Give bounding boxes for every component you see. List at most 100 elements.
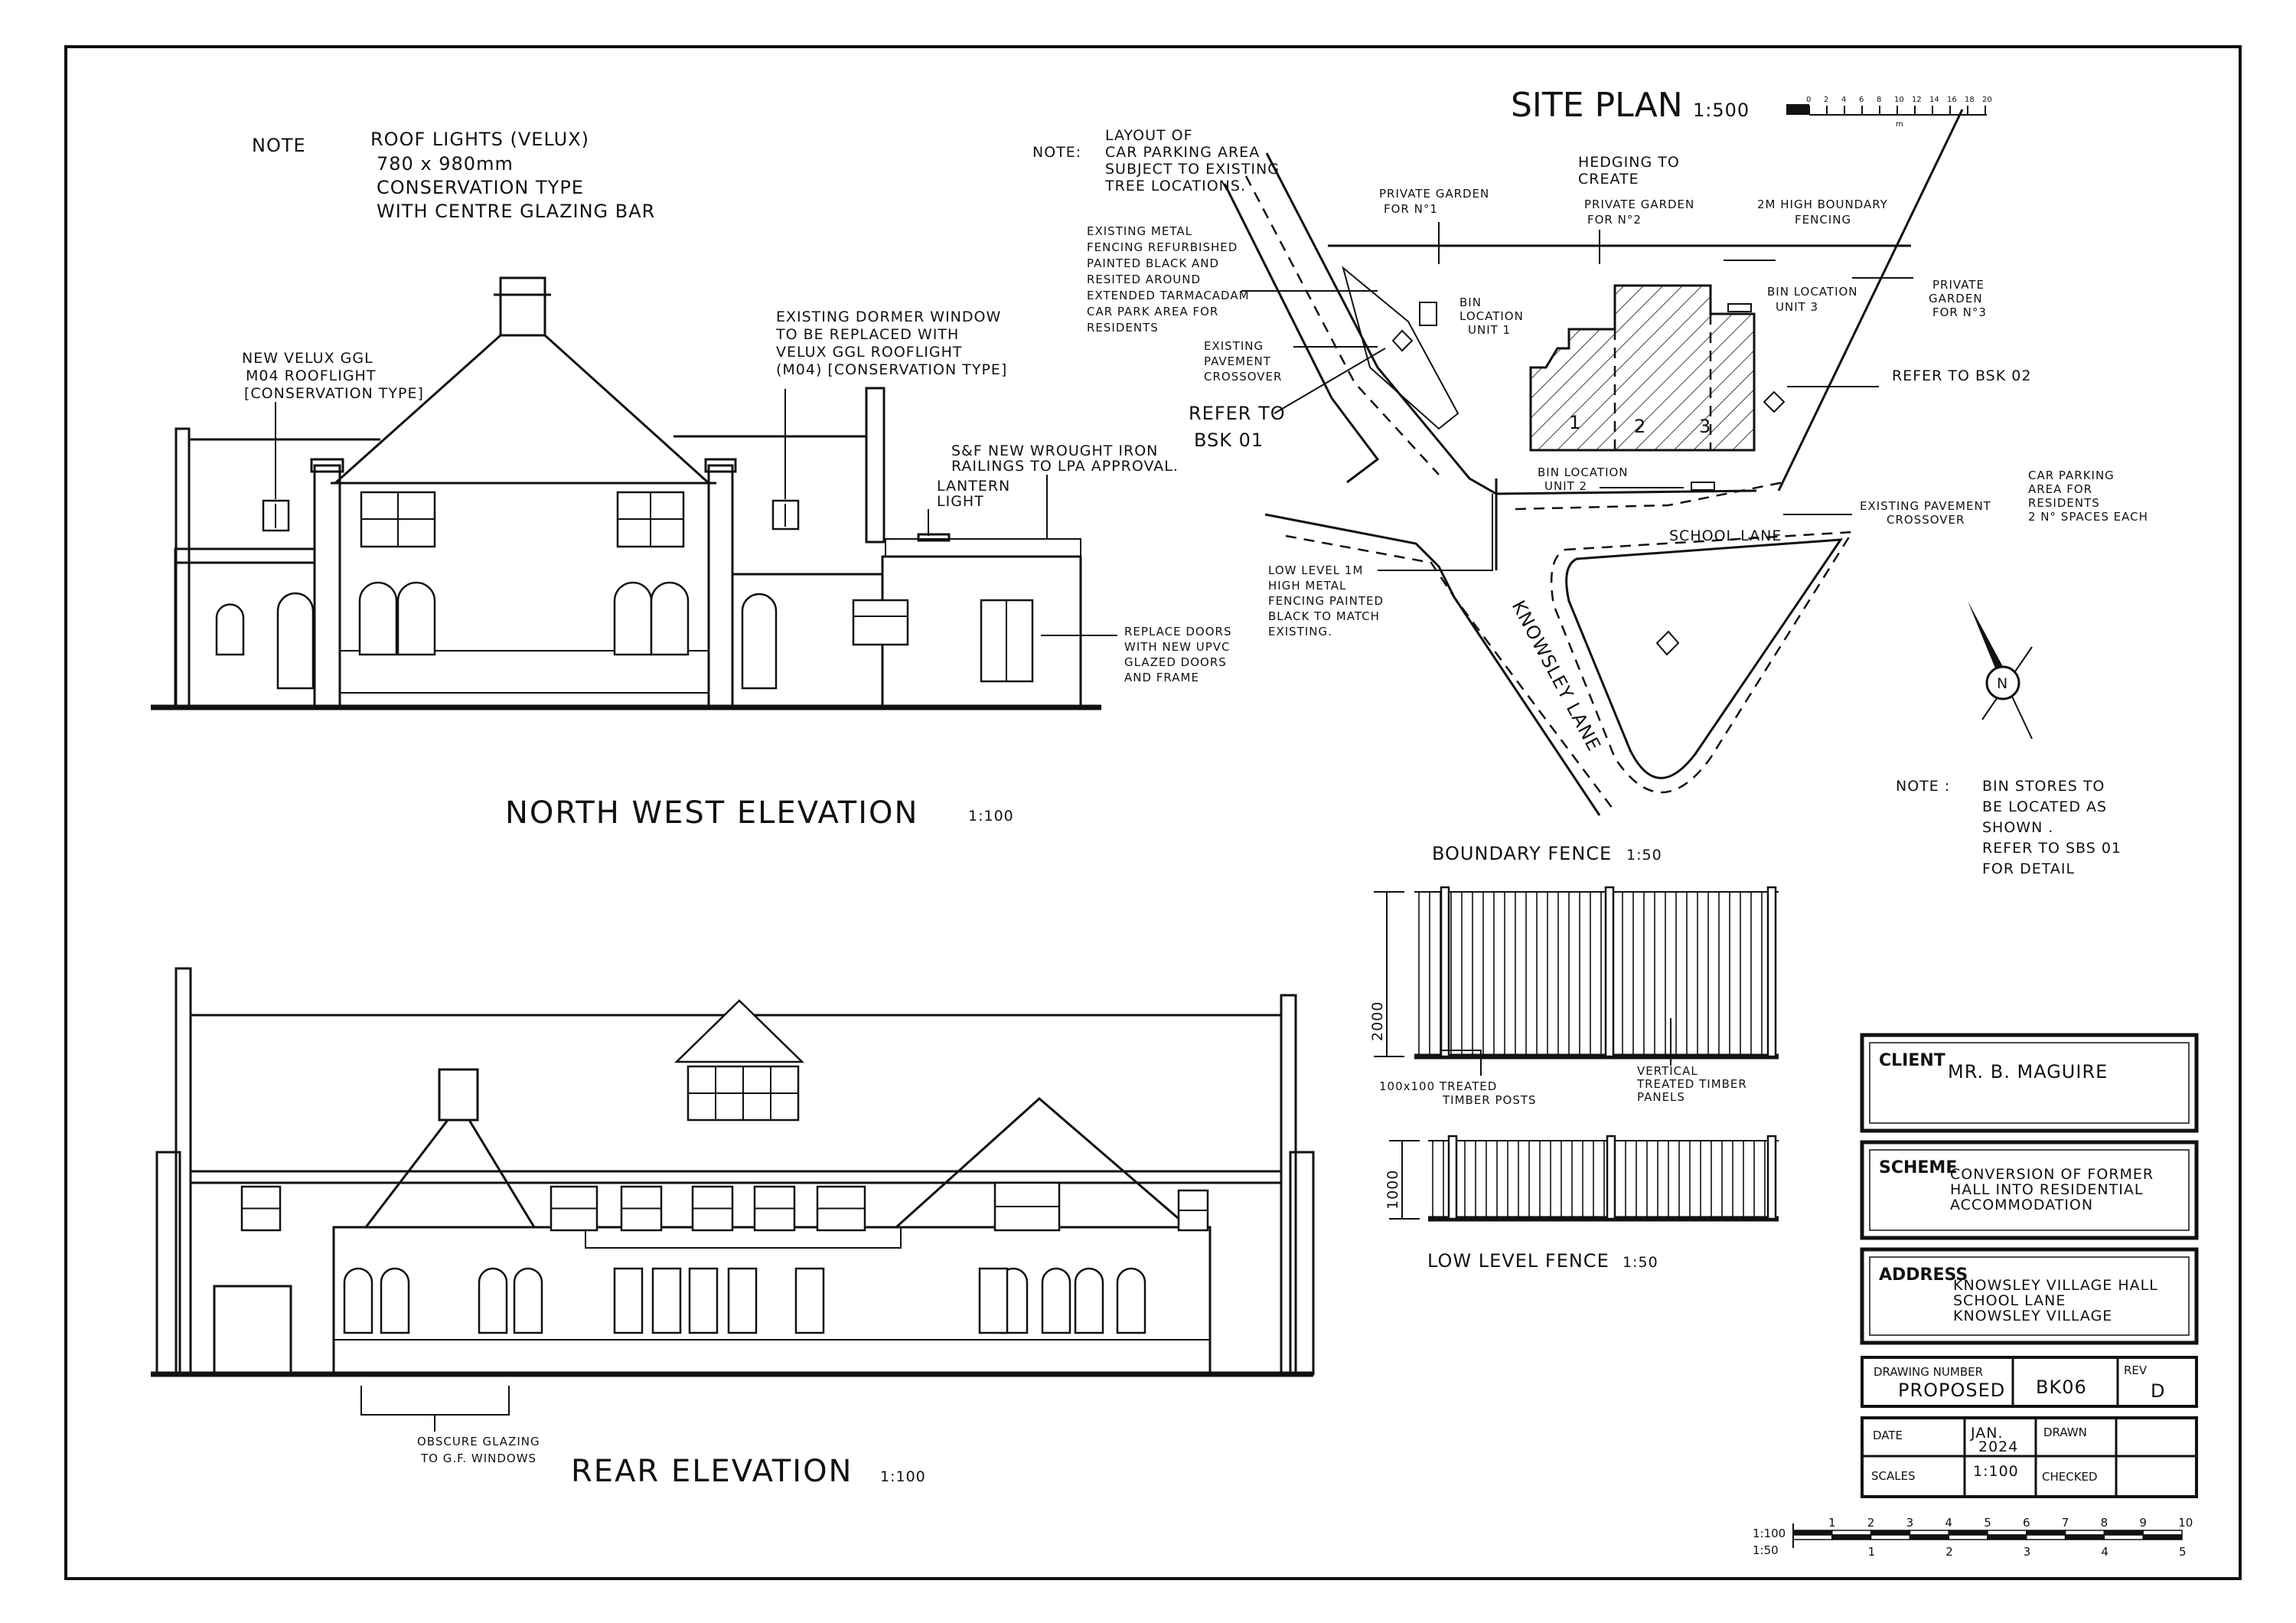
bin-unit-1-label: BIN <box>1459 296 1482 309</box>
scale-tick-label: 8 <box>2101 1516 2108 1530</box>
title-block: CLIENT MR. B. MAGUIRE SCHEME CONVERSION … <box>1860 1033 2199 1498</box>
car-parking-note: CAR PARKING <box>2028 469 2115 482</box>
note-line: PAINTED BLACK AND <box>1087 256 1219 270</box>
boundary-fencing-label: 2M HIGH BOUNDARY <box>1757 198 1888 211</box>
low-fence-title: LOW LEVEL FENCE <box>1427 1250 1609 1272</box>
note-line: CONSERVATION TYPE <box>377 177 584 198</box>
window <box>727 1267 758 1334</box>
fence-post <box>1766 886 1777 1058</box>
roof-light-icon <box>262 499 800 532</box>
low-fence-height: 1000 <box>1384 1170 1401 1210</box>
doors-note: REPLACE DOORS <box>1124 625 1231 638</box>
railings-note: RAILINGS TO LPA APPROVAL. <box>951 458 1179 475</box>
note-line: LOW LEVEL 1M <box>1268 563 1363 577</box>
posts-note: 100x100 TREATED <box>1379 1079 1497 1093</box>
garden-3-label: FOR N°3 <box>1932 305 1987 319</box>
glazing-note: TO G.F. WINDOWS <box>420 1452 536 1465</box>
scale-segment <box>1831 1530 1872 1536</box>
scheme-value: HALL INTO RESIDENTIAL <box>1950 1181 2143 1198</box>
scale-bar-tick-label: 2 <box>1824 96 1828 104</box>
scale-tick-label: 9 <box>2139 1516 2147 1530</box>
doors-note: WITH NEW UPVC <box>1124 640 1231 654</box>
refer-bsk02: REFER TO BSK 02 <box>1892 367 2031 384</box>
car-parking-note: AREA FOR <box>2028 482 2092 496</box>
bin-note: BIN STORES TO <box>1982 778 2105 795</box>
low-fence-scale: 1:50 <box>1623 1254 1658 1271</box>
scale-bar-tick-label: 12 <box>1912 96 1922 104</box>
railings-note: S&F NEW WROUGHT IRON <box>951 442 1158 459</box>
scale-segment <box>1909 1530 1949 1536</box>
scale-segment <box>2064 1534 2105 1540</box>
scale-tick-label: 2 <box>1945 1545 1953 1559</box>
scale-bar-tick-label: 10 <box>1894 96 1904 104</box>
address-value: KNOWSLEY VILLAGE HALL <box>1953 1277 2158 1294</box>
drawing-status: PROPOSED <box>1898 1380 2005 1401</box>
roof-light-note: NOTE ROOF LIGHTS (VELUX) 780 x 980mm CON… <box>252 129 654 222</box>
scale-tick-label: 5 <box>2179 1545 2187 1559</box>
garden-3-label: GARDEN <box>1929 292 1983 305</box>
scheme-value: CONVERSION OF FORMER <box>1950 1166 2154 1183</box>
bin-unit-2-label: BIN LOCATION <box>1538 465 1629 479</box>
doors-note: GLAZED DOORS <box>1124 655 1227 669</box>
low-fence-drawing <box>1428 1135 1779 1222</box>
scale-tick-label: 6 <box>2023 1516 2030 1530</box>
window <box>688 1267 719 1334</box>
scale-tick-label: 2 <box>1867 1516 1875 1530</box>
lantern-note: LANTERN <box>937 478 1010 495</box>
bin-note: FOR DETAIL <box>1982 860 2075 877</box>
boundary-fence-title: BOUNDARY FENCE <box>1432 843 1612 864</box>
note-line: CAR PARK AREA FOR <box>1087 305 1218 318</box>
bin-note: REFER TO SBS 01 <box>1982 840 2122 857</box>
hedging-label: HEDGING TO <box>1578 154 1680 171</box>
crossover-note-1: EXISTING PAVEMENT CROSSOVER <box>1204 339 1378 384</box>
fence-post <box>1440 886 1450 1058</box>
parking-note: LAYOUT OF <box>1105 127 1193 144</box>
knowsley-lane-label: KNOWSLEY LANE <box>1508 597 1605 755</box>
garden-1-label: PRIVATE GARDEN <box>1379 187 1489 201</box>
crossover-note-2: EXISTING PAVEMENT <box>1860 499 1991 513</box>
glazing-leader <box>360 1386 510 1416</box>
sheet-border <box>64 45 2242 1580</box>
nw-building-outline <box>151 276 1101 710</box>
bin-unit-1-label: LOCATION <box>1459 309 1524 323</box>
rev-value: D <box>2151 1380 2165 1402</box>
fence-post <box>1604 886 1615 1058</box>
bin-note-label: NOTE : <box>1896 778 1950 795</box>
bin-note: SHOWN . <box>1982 819 2053 836</box>
crossover-note-2: CROSSOVER <box>1887 513 1965 527</box>
note-line: EXISTING <box>1204 339 1264 353</box>
nw-leader-lines <box>275 389 1117 636</box>
dormer-note: TO BE REPLACED WITH <box>775 326 959 343</box>
scale-segment <box>1792 1530 1833 1536</box>
rev-label: REV <box>2124 1363 2148 1377</box>
window <box>651 1267 682 1334</box>
dormer-note: VELUX GGL ROOFLIGHT <box>776 344 963 361</box>
refer-bsk01: BSK 01 <box>1194 429 1264 451</box>
low-fence-note: LOW LEVEL 1M HIGH METAL FENCING PAINTED … <box>1268 494 1493 638</box>
drawn-label: DRAWN <box>2043 1425 2087 1439</box>
dormer-note: EXISTING DORMER WINDOW <box>776 309 1001 325</box>
arched-window <box>1074 1267 1104 1334</box>
drawing-number-label: DRAWING NUMBER <box>1874 1365 1983 1379</box>
date-value: JAN. <box>1970 1425 2004 1442</box>
garden-1-label: FOR N°1 <box>1384 202 1438 216</box>
scales-value: 1:100 <box>1973 1463 2019 1480</box>
note-line: EXISTING METAL <box>1087 224 1192 238</box>
scales-label: SCALES <box>1871 1469 1916 1483</box>
arched-window <box>380 1267 410 1334</box>
scale-segment <box>2026 1530 2066 1536</box>
scale-tick-label: 4 <box>2101 1545 2108 1559</box>
bin-unit-3-label: UNIT 3 <box>1776 300 1818 314</box>
fencing-note: EXISTING METAL FENCING REFURBISHED PAINT… <box>1087 224 1378 335</box>
scale-segment <box>1870 1534 1911 1540</box>
scale-tick-label: 5 <box>1984 1516 1991 1530</box>
boundary-fence-drawing <box>1414 886 1779 1060</box>
note-line: BLACK TO MATCH <box>1268 609 1380 623</box>
school-lane-label: SCHOOL LANE <box>1669 527 1782 544</box>
garden-2-label: FOR N°2 <box>1587 213 1642 227</box>
scale-segment <box>2064 1530 2105 1536</box>
scale-bar-tick-label: 0 <box>1806 96 1811 104</box>
refer-bsk01: REFER TO <box>1189 403 1286 424</box>
